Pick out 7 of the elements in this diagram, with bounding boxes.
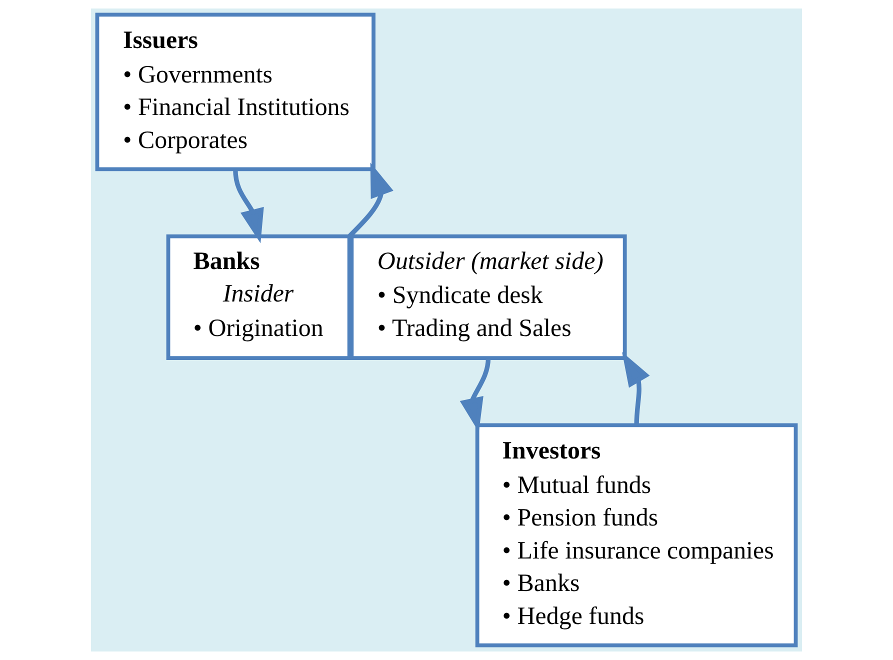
node-box: Banks Insider • Origination (166, 234, 352, 360)
arrow (233, 169, 264, 244)
node-box: Issuers • Governments • Financial Institutions • Corporates (95, 12, 376, 172)
node-box: Outsider (market side) • Syndicate desk • Trading and Sales (350, 234, 627, 360)
arrow (460, 358, 491, 432)
arrow (622, 352, 650, 426)
node-box: Investors • Mutual funds • Pension funds • Life insurance companies • Banks • Hedge funds (475, 423, 798, 648)
